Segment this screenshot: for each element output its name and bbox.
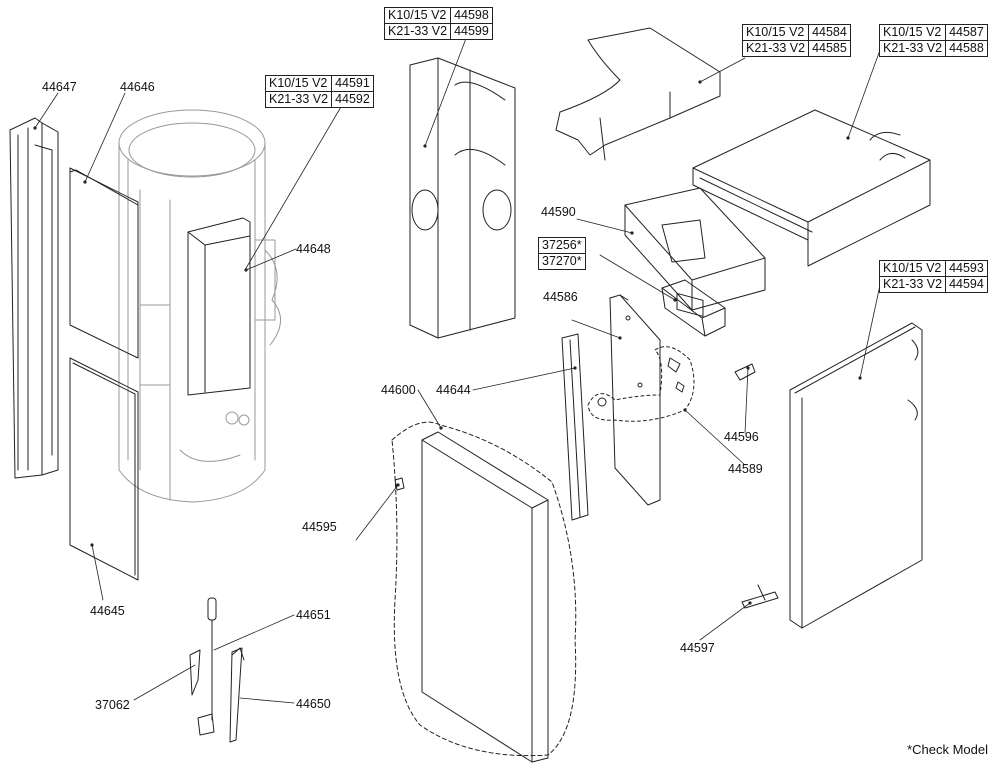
label-44644: 44644 — [436, 383, 471, 397]
label-44648: 44648 — [296, 242, 331, 256]
label-44650: 44650 — [296, 697, 331, 711]
leader-dots — [33, 80, 862, 605]
part-44648-drawing — [187, 217, 251, 396]
leader-lines — [34, 27, 881, 704]
part-44593-drawing — [789, 322, 923, 629]
part-44647-drawing — [9, 117, 59, 479]
footnote-check-model: *Check Model — [907, 742, 988, 757]
part-44596-drawing — [734, 363, 756, 381]
boiler-cylinder-drawing — [118, 109, 281, 503]
label-44597: 44597 — [680, 641, 715, 655]
part-44598-drawing — [409, 57, 516, 339]
label-37062: 37062 — [95, 698, 130, 712]
label-44646: 44646 — [120, 80, 155, 94]
label-44645: 44645 — [90, 604, 125, 618]
part-44600-drawing — [391, 421, 577, 763]
label-44596: 44596 — [724, 430, 759, 444]
part-44587-drawing — [692, 109, 931, 267]
tools-drawing — [189, 597, 245, 743]
label-44586: 44586 — [543, 290, 578, 304]
part-37256-drawing — [661, 279, 726, 337]
label-44651: 44651 — [296, 608, 331, 622]
part-44597-drawing — [741, 584, 779, 609]
table-37256-37270: 37256* 37270* — [538, 237, 586, 270]
label-44595: 44595 — [302, 520, 337, 534]
part-44644-drawing — [561, 333, 589, 521]
label-37256: 37256* — [538, 237, 586, 254]
label-44647: 44647 — [42, 80, 77, 94]
part-44584-drawing — [555, 27, 721, 161]
part-44586-drawing — [609, 294, 661, 506]
part-44589-drawing — [587, 346, 695, 422]
label-37270: 37270* — [538, 253, 586, 270]
part-44646-drawing — [69, 167, 139, 359]
label-44589: 44589 — [728, 462, 763, 476]
part-44645-drawing — [69, 357, 139, 581]
label-44590: 44590 — [541, 205, 576, 219]
part-44590-drawing — [624, 187, 766, 311]
label-44600: 44600 — [381, 383, 416, 397]
